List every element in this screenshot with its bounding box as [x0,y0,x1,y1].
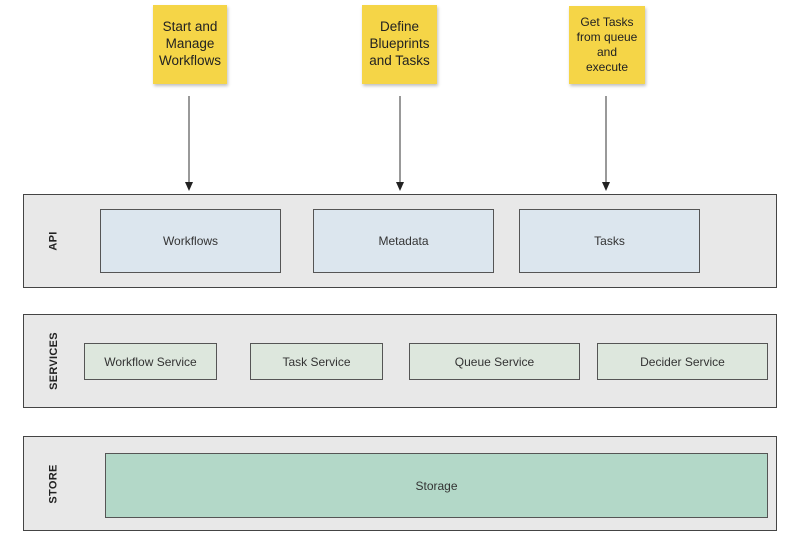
tasks-box: Tasks [519,209,700,273]
metadata-box: Metadata [313,209,494,273]
sticky-note-text: Start and Manage Workflows [158,19,221,68]
services-layer: SERVICES Workflow Service Task Service Q… [23,314,777,408]
api-layer-label: API [48,231,60,251]
queue-service-box: Queue Service [409,343,580,380]
sticky-note-text: Get Tasks from queue and execute [576,15,638,74]
sticky-note-get-tasks: Get Tasks from queue and execute [569,6,645,84]
decider-service-box: Decider Service [597,343,768,380]
workflows-box: Workflows [100,209,281,273]
sticky-note-start-manage-workflows: Start and Manage Workflows [153,5,227,84]
arrowhead-tasks [602,182,610,191]
storage-box: Storage [105,453,768,518]
workflow-service-box: Workflow Service [84,343,217,380]
task-service-box: Task Service [250,343,383,380]
store-layer-label: STORE [48,463,61,504]
sticky-note-define-blueprints: Define Blueprints and Tasks [362,5,437,84]
arrowhead-workflows [185,182,193,191]
sticky-note-text: Define Blueprints and Tasks [369,19,430,68]
api-layer: API Workflows Metadata Tasks [23,194,777,288]
services-layer-label: SERVICES [48,332,60,390]
store-layer: STORE Storage [23,436,777,531]
arrowhead-metadata [396,182,404,191]
